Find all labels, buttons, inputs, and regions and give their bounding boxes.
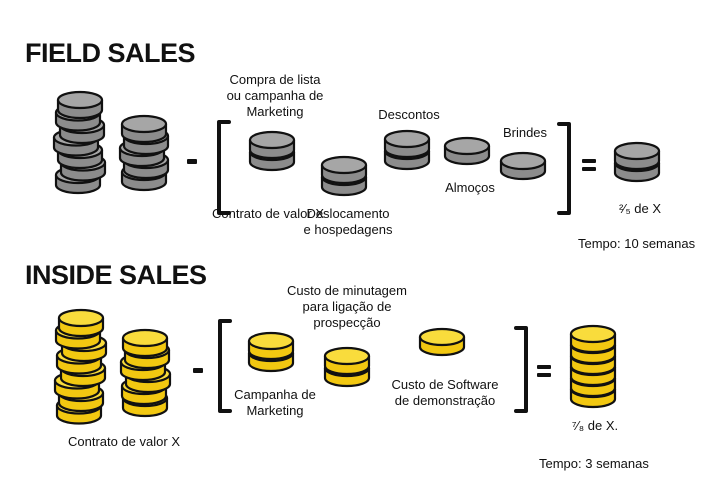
field-cost-discounts: Descontos — [378, 107, 440, 122]
field-contract-stack-right — [118, 114, 170, 192]
field-left-bracket — [217, 120, 231, 215]
inside-equals-sign — [537, 365, 551, 377]
field-cost-lunches: Almoços — [445, 180, 495, 195]
coin-layer — [52, 90, 661, 425]
field-lunches-coins — [443, 136, 491, 166]
field-cost-list-purchase: Compra de lista ou campanha de Marketing — [226, 72, 324, 119]
inside-marketing-coins — [247, 331, 295, 373]
field-travel-coins — [320, 155, 368, 197]
inside-contract-stack-left — [53, 308, 108, 425]
field-result-coins — [613, 141, 661, 183]
inside-sales-heading: INSIDE SALES — [25, 260, 207, 290]
inside-cost-call-minutes: Custo de minutagem para ligação de prosp… — [287, 283, 407, 330]
inside-left-bracket — [218, 319, 232, 413]
field-minus-sign — [187, 159, 197, 164]
inside-demo-software-coins — [418, 327, 466, 357]
inside-contract-label: Contrato de valor X — [67, 434, 180, 449]
inside-right-bracket — [514, 326, 528, 413]
field-time-label: Tempo: 10 semanas — [578, 236, 696, 251]
field-result-label: ²⁄₅ de X — [618, 201, 662, 216]
inside-result-coins — [569, 324, 617, 409]
field-cost-travel: Deslocamento e hospedagens — [303, 206, 393, 237]
field-list-purchase-coins — [248, 130, 296, 172]
field-gifts-coins — [499, 151, 547, 181]
inside-contract-stack-right — [119, 328, 172, 418]
field-right-bracket — [557, 122, 571, 215]
inside-cost-demo-software: Custo de Software de demonstração — [391, 377, 499, 408]
inside-time-label: Tempo: 3 semanas — [539, 456, 649, 471]
inside-result-label: ⁷⁄₈ de X. — [571, 418, 619, 433]
field-discounts-coins — [383, 129, 431, 171]
inside-call-minutes-coins — [323, 346, 371, 388]
field-sales-heading: FIELD SALES — [25, 38, 196, 68]
inside-cost-marketing-campaign: Campanha de Marketing — [234, 387, 316, 418]
inside-minus-sign — [193, 368, 203, 373]
field-equals-sign — [582, 159, 596, 171]
field-contract-stack-left — [52, 90, 107, 195]
field-cost-gifts: Brindes — [502, 125, 548, 140]
field-contract-label: Contrato de valor X — [211, 206, 324, 221]
